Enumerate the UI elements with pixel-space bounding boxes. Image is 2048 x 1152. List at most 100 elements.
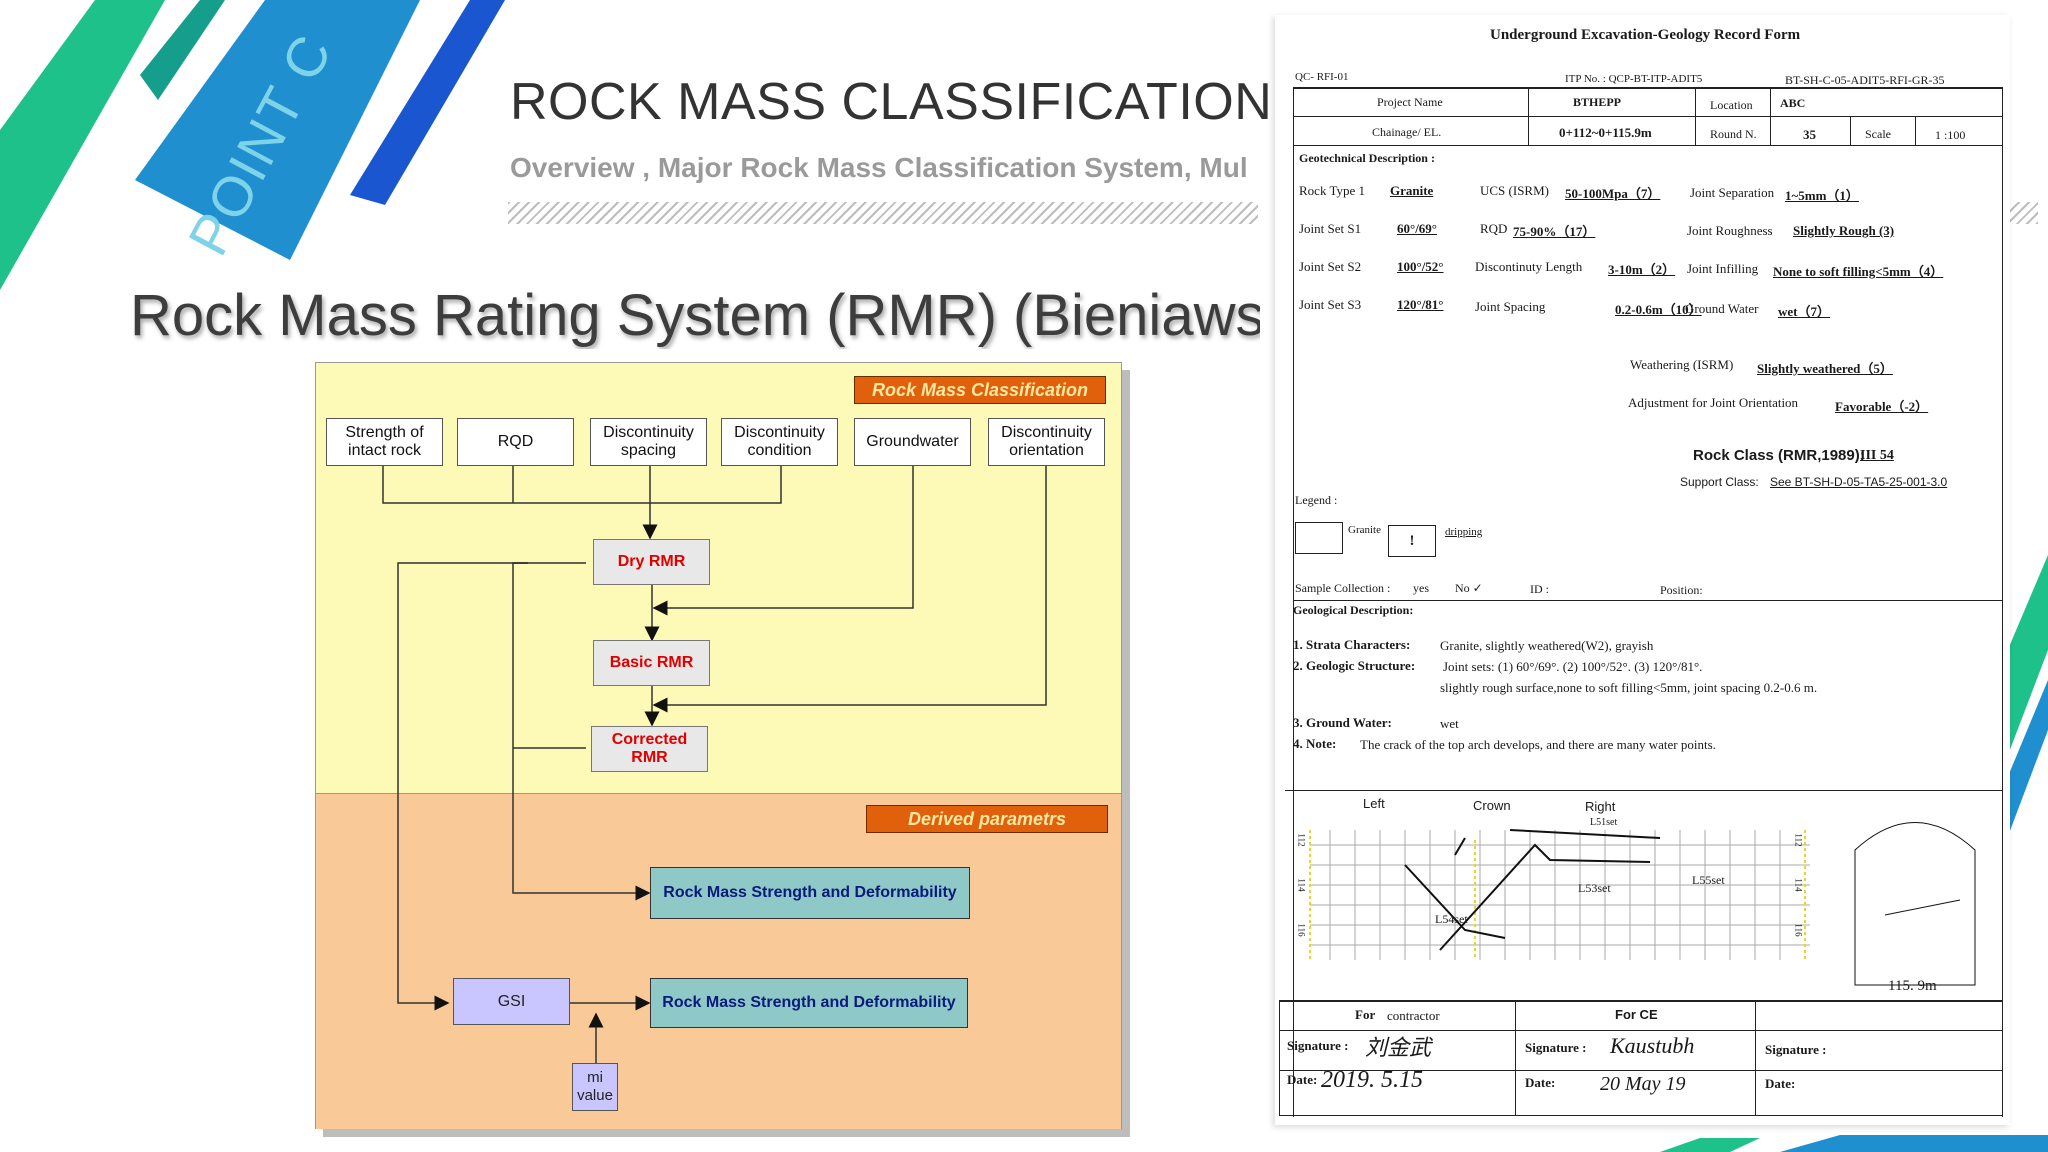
joint-set-s3-value: 120°/81° — [1397, 297, 1444, 312]
note-label: 4. Note: — [1293, 736, 1337, 751]
for-contractor-b: contractor — [1387, 1008, 1440, 1023]
legend-granite-label: Granite — [1348, 524, 1381, 536]
input-line-2: condition — [747, 442, 812, 459]
axis-label-112: 112 — [1296, 833, 1307, 847]
derived-section — [316, 793, 1121, 1129]
adjustment-label: Adjustment for Joint Orientation — [1628, 395, 1799, 410]
structure-label: 2. Geologic Structure: — [1293, 658, 1416, 673]
rule — [1850, 116, 1851, 145]
rule — [2002, 87, 2003, 1117]
ucs-label: UCS (ISRM) — [1480, 183, 1549, 198]
id-label: ID : — [1530, 582, 1549, 596]
axis-label-114: 114 — [1296, 878, 1307, 892]
joint-infilling-value: None to soft filling<5mm（4） — [1773, 264, 1944, 279]
structure-line-2: slightly rough surface,none to soft fill… — [1440, 680, 1818, 695]
ce-signature: Kaustubh — [1610, 1033, 1695, 1058]
rule — [1293, 600, 2003, 601]
joint-set-s3-label: Joint Set S3 — [1299, 297, 1362, 312]
mi-line-1: mi — [587, 1069, 603, 1086]
geology-record-form: Underground Excavation-Geology Record Fo… — [1275, 15, 2010, 1125]
position-label: Position: — [1660, 583, 1703, 597]
input-line-1: Strength of — [345, 424, 424, 441]
input-line-2: spacing — [620, 442, 677, 459]
adjustment-value: Favorable（-2） — [1835, 399, 1929, 414]
rule — [1279, 1070, 2003, 1071]
form-title: Underground Excavation-Geology Record Fo… — [1490, 27, 1801, 43]
discontinuity-length-value: 3-10m（2） — [1608, 262, 1676, 277]
for-contractor-a: For — [1355, 1007, 1376, 1022]
rule — [1515, 1000, 1516, 1116]
blue-stripe — [135, 0, 420, 260]
joint-set-s1-value: 60°/69° — [1397, 221, 1438, 236]
rock-class-value: III 54 — [1860, 448, 1894, 463]
itp-number: ITP No. : QCP-BT-ITP-ADIT5 — [1565, 73, 1703, 85]
input-rqd: RQD — [457, 418, 574, 466]
contractor-date: 2019. 5.15 — [1321, 1067, 1423, 1093]
input-line-1: Discontinuity — [1001, 424, 1092, 441]
third-date-label: Date: — [1765, 1076, 1796, 1091]
strata-label: 1. Strata Characters: — [1293, 637, 1411, 652]
joint-roughness-value: Slightly Rough (3) — [1793, 223, 1895, 238]
hatch-divider — [508, 202, 1258, 224]
axis-label-116: 116 — [1296, 923, 1307, 937]
input-line-1: Groundwater — [866, 433, 959, 450]
geological-description-label: Geological Description: — [1293, 603, 1414, 617]
rule — [1770, 87, 1771, 145]
project-name-label: Project Name — [1377, 95, 1443, 109]
joint-infilling-label: Joint Infilling — [1687, 261, 1759, 276]
joint-separation-value: 1~5mm（1） — [1785, 188, 1859, 203]
contractor-signature: 刘金武 — [1365, 1035, 1432, 1060]
rock-type-label: Rock Type 1 — [1299, 183, 1366, 198]
ground-water-label: Ground Water — [1685, 301, 1759, 316]
basic-rmr-box: Basic RMR — [593, 640, 710, 686]
support-class-value: See BT-SH-D-05-TA5-25-001-3.0 — [1770, 475, 1948, 489]
water-value: wet — [1440, 716, 1459, 731]
joint-roughness-label: Joint Roughness — [1687, 223, 1773, 238]
ground-water-value: wet（7） — [1778, 304, 1830, 319]
rule — [1279, 1000, 2003, 1002]
scale-value: 1 :100 — [1935, 128, 1966, 142]
sketch-l54-label: L54set — [1435, 912, 1468, 926]
ce-date-label: Date: — [1525, 1075, 1556, 1090]
derived-strength-box-1: Rock Mass Strength and Deformability — [650, 867, 970, 919]
structure-line-1: Joint sets: (1) 60°/69°. (2) 100°/52°. (… — [1443, 659, 1703, 674]
round-value: 35 — [1803, 127, 1816, 142]
strata-value: Granite, slightly weathered(W2), grayish — [1440, 638, 1654, 653]
section-heading: Rock Mass Rating System (RMR) (Bieniaws — [130, 283, 1260, 348]
sketch-l51-label: L51set — [1590, 817, 1618, 828]
sketch-right-label: Right — [1585, 799, 1616, 814]
bottom-blue-stripe — [1780, 1135, 2048, 1152]
legend-dripping-label: dripping — [1445, 526, 1483, 538]
rule — [1755, 1000, 1756, 1116]
face-sketch — [1309, 822, 1976, 986]
sample-no: No ✓ — [1455, 581, 1483, 595]
rule — [1279, 1030, 2003, 1031]
chainage-value: 0+112~0+115.9m — [1559, 125, 1652, 140]
for-ce-label: For CE — [1615, 1007, 1658, 1022]
rqd-value: 75-90%（17） — [1513, 224, 1596, 239]
input-line-1: Discontinuity — [603, 424, 694, 441]
project-name-value: BTHEPP — [1573, 95, 1622, 109]
axis-label-114-right: 114 — [1793, 878, 1804, 892]
joint-spacing-label: Joint Spacing — [1475, 299, 1546, 314]
form-code: QC- RFI-01 — [1295, 71, 1349, 83]
legend-label: Legend : — [1295, 493, 1338, 507]
rqd-label: RQD — [1480, 221, 1508, 236]
sketch-l53-label: L53set — [1578, 881, 1611, 895]
chainage-label: Chainage/ EL. — [1372, 125, 1442, 139]
gsi-box: GSI — [453, 978, 570, 1025]
dry-rmr-box: Dry RMR — [593, 539, 710, 585]
sketch-chainage-label: 115. 9m — [1888, 978, 1937, 994]
rmr-flowchart: Rock Mass Classification Derived paramet… — [315, 362, 1122, 1129]
rule — [1293, 87, 1294, 1117]
third-signature-label: Signature : — [1765, 1042, 1827, 1057]
rule — [1293, 116, 2003, 117]
teal-stripe — [140, 0, 225, 100]
rule — [1285, 790, 2003, 791]
note-value: The crack of the top arch develops, and … — [1360, 737, 1716, 752]
geotechnical-description-label: Geotechnical Description : — [1299, 151, 1435, 165]
